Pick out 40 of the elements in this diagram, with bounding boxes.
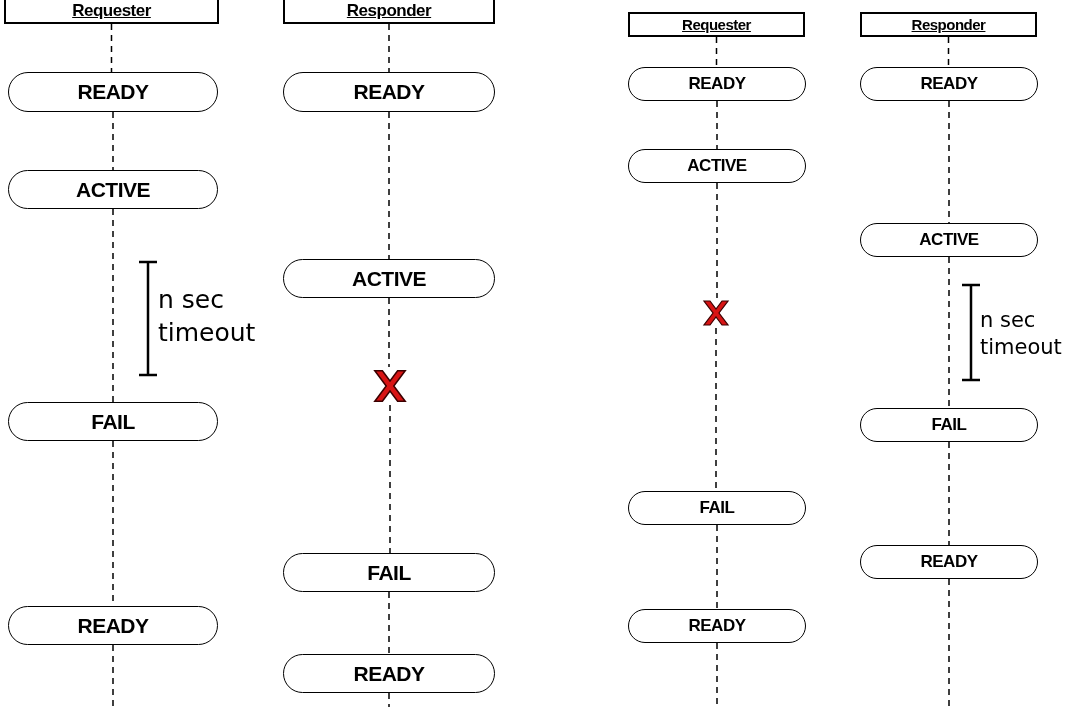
state-box: ACTIVE — [628, 149, 806, 183]
lifeline — [388, 297, 390, 368]
lifeline — [948, 441, 950, 546]
lifeline — [388, 111, 390, 260]
lifeline-header: Requester — [4, 0, 219, 24]
lifeline — [716, 524, 718, 610]
lifeline — [947, 36, 950, 68]
state-box: ACTIVE — [8, 170, 218, 209]
lifeline — [388, 692, 390, 707]
lifeline — [948, 256, 950, 409]
state-box: FAIL — [860, 408, 1038, 442]
lifeline — [388, 591, 390, 655]
state-box: READY — [283, 654, 495, 693]
state-box: READY — [860, 67, 1038, 101]
state-box: READY — [283, 72, 495, 112]
lifeline — [948, 578, 950, 707]
state-box: READY — [628, 609, 806, 643]
state-box: FAIL — [8, 402, 218, 441]
lifeline-header: Responder — [283, 0, 495, 24]
lifeline — [716, 642, 718, 707]
timeout-note: n sec timeout — [158, 284, 257, 349]
timeout-note: n sec timeout — [980, 307, 1063, 362]
lifeline — [112, 111, 114, 171]
lifeline — [389, 404, 391, 554]
lifeline — [112, 208, 114, 403]
lifeline — [112, 644, 114, 707]
state-box: FAIL — [283, 553, 495, 592]
state-box: READY — [628, 67, 806, 101]
lifeline — [715, 36, 718, 68]
state-box: FAIL — [628, 491, 806, 525]
lifeline-header: Responder — [860, 12, 1037, 37]
state-box: ACTIVE — [860, 223, 1038, 257]
lifeline-header: Requester — [628, 12, 805, 37]
state-box: READY — [860, 545, 1038, 579]
lifeline — [716, 100, 718, 150]
state-box: READY — [8, 606, 218, 645]
state-box: READY — [8, 72, 218, 112]
lifeline — [388, 23, 390, 73]
state-box: ACTIVE — [283, 259, 495, 298]
lifeline — [110, 23, 113, 73]
